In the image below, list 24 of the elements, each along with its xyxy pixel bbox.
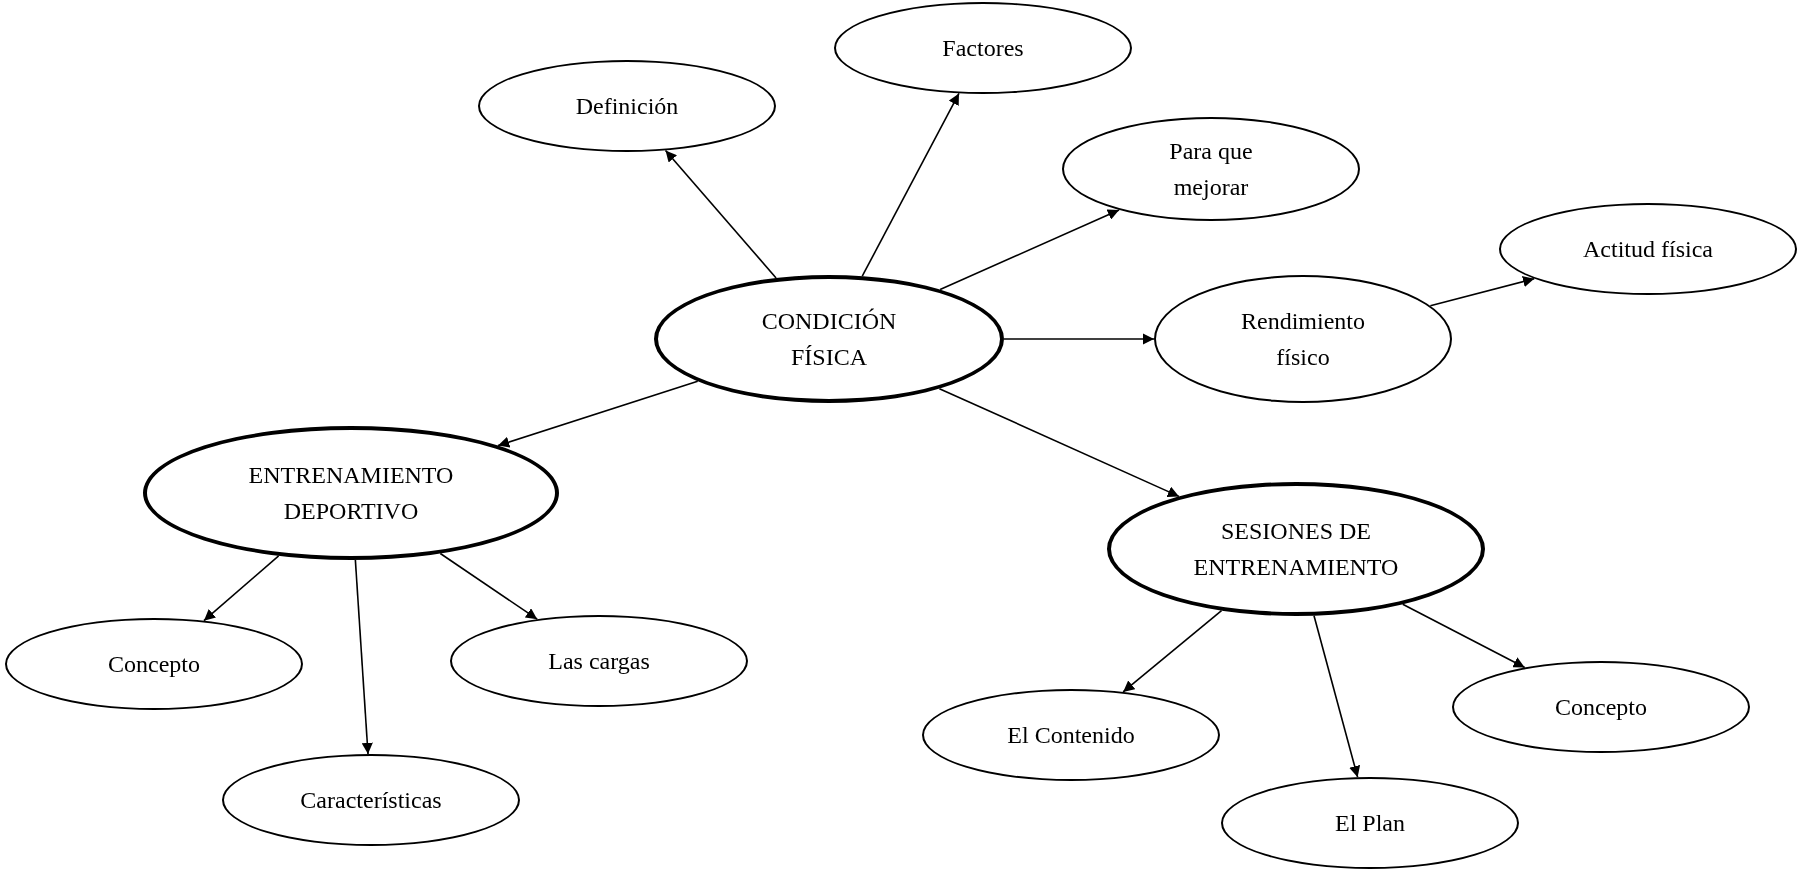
concept-label: Para que mejorar <box>1168 137 1254 202</box>
arrow <box>439 552 538 620</box>
arrow <box>861 92 960 277</box>
concept-label: El Plan <box>1335 809 1405 838</box>
arrow <box>1313 614 1361 778</box>
concept-label: Concepto <box>108 650 200 679</box>
concept-label: CONDICIÓN FÍSICA <box>760 307 898 372</box>
concept-label: Definición <box>575 92 679 121</box>
concept-label: SESIONES DE ENTRENAMIENTO <box>1192 517 1400 582</box>
arrow <box>938 387 1180 498</box>
concept-label: Concepto <box>1555 693 1647 722</box>
arrow <box>354 559 373 755</box>
arrow <box>939 209 1120 291</box>
arrow <box>1429 276 1535 307</box>
concept-label: ENTRENAMIENTO DEPORTIVO <box>247 461 455 526</box>
concept-label: Características <box>300 786 442 815</box>
concept-label: El Contenido <box>1007 721 1135 750</box>
arrow <box>1401 603 1526 669</box>
arrow <box>497 380 699 448</box>
concept-label: Rendimiento físico <box>1240 307 1366 372</box>
arrow <box>1003 333 1155 345</box>
concept-label: Actitud física <box>1583 235 1713 264</box>
concept-label: Las cargas <box>548 647 650 676</box>
concept-label: Factores <box>942 34 1024 63</box>
